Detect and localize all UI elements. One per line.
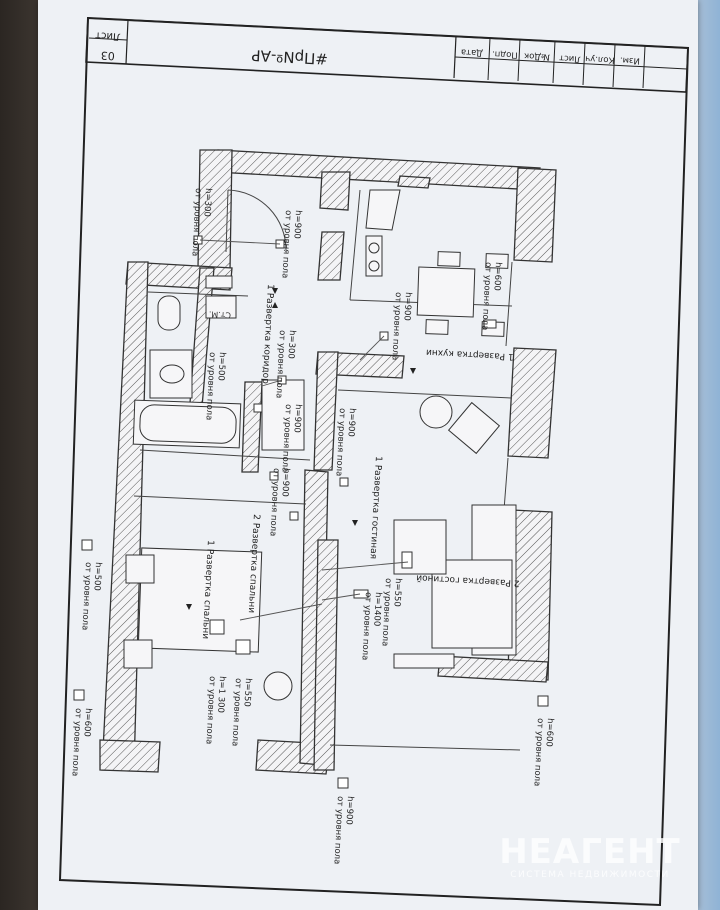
col-count: Кол.уч <box>585 53 615 65</box>
walls <box>99 149 557 775</box>
floor-label: от уровня пола <box>273 330 287 399</box>
floor-label: от уровня пола <box>279 210 293 279</box>
col-change: Изм. <box>620 54 640 65</box>
height-label: h=300 <box>202 188 213 217</box>
height-label: h=300 <box>286 330 297 359</box>
floor-label: от уровня пола <box>359 592 373 661</box>
height-label: h=600 <box>82 708 93 737</box>
height-label: h=500 <box>216 352 227 381</box>
floor-label: от уровня пола <box>331 796 345 865</box>
section-labels: 1 Развертка кухни 1 Развертка коридор 1 … <box>200 284 520 640</box>
section-living-1: 1 Развертка гостиная <box>368 456 383 559</box>
floor-label: от уровня пола <box>379 578 393 647</box>
floor-label: от уровня пола <box>69 708 83 777</box>
height-label: h=600 <box>544 718 555 747</box>
floor-label: от уровня пола <box>389 292 403 361</box>
lamp <box>419 395 453 429</box>
bed <box>137 547 263 653</box>
section-kitchen: 1 Развертка кухни <box>426 347 514 362</box>
height-labels: h=300 от уровня пола h=900 от уровня пол… <box>69 188 555 865</box>
height-label: h=1400 <box>371 592 383 627</box>
title-block: Лист 03 #ПрNº-АР Дата Подп. №Док Лист Ко… <box>85 17 689 93</box>
height-label: h=900 <box>292 404 303 433</box>
floor-label: от уровня пола <box>229 678 243 747</box>
sheet-number: 03 <box>100 49 115 63</box>
height-label: h=900 <box>346 408 357 437</box>
watermark-tagline: СИСТЕМА НЕДВИЖИМОСТИ <box>510 870 670 880</box>
col-date: Дата <box>461 46 484 57</box>
watermark: НЕАГЕНТ СИСТЕМА НЕДВИЖИМОСТИ <box>490 834 690 884</box>
wiring-lines <box>199 239 409 621</box>
floor-label: от уровня пола <box>189 188 203 257</box>
height-label: h=600 <box>492 262 503 291</box>
furniture: Ст.М. <box>123 189 517 701</box>
dining-table <box>416 266 476 318</box>
storage-cabinet <box>205 295 237 319</box>
floor-label: от уровня пола <box>203 352 217 421</box>
height-label: h=900 <box>280 468 291 497</box>
height-label: h=900 <box>402 292 413 321</box>
floor-label: от уровня пола <box>479 262 493 331</box>
floor-label: от уровня пола <box>79 562 93 631</box>
height-label: h=550 <box>392 578 403 607</box>
col-doc: №Док <box>524 50 550 61</box>
drawing-code: #ПрNº-АР <box>251 46 328 68</box>
height-label: h=900 <box>344 796 355 825</box>
section-corridor: 1 Развертка коридор <box>260 284 275 385</box>
toilet <box>157 295 181 331</box>
floor-label: от уровня пола <box>203 676 217 745</box>
floor-label: от уровня пола <box>531 718 545 787</box>
height-label: h=1 300 <box>215 676 227 713</box>
height-label: h=550 <box>242 678 253 707</box>
section-arrows <box>186 288 416 610</box>
watermark-brand: НЕАГЕНТ <box>499 832 681 872</box>
floor-label: от уровня пола <box>267 468 281 537</box>
armchair <box>447 401 501 455</box>
col-sheet: Лист <box>559 52 581 63</box>
sheet-label: Лист <box>95 29 121 41</box>
storage-label: Ст.М. <box>209 309 232 319</box>
height-label: h=500 <box>92 562 103 591</box>
col-sign: Подп. <box>492 48 518 59</box>
floor-label: от уровня пола <box>333 408 347 477</box>
floor-label: от уровня пола <box>279 404 293 473</box>
height-label: h=900 <box>292 210 303 239</box>
